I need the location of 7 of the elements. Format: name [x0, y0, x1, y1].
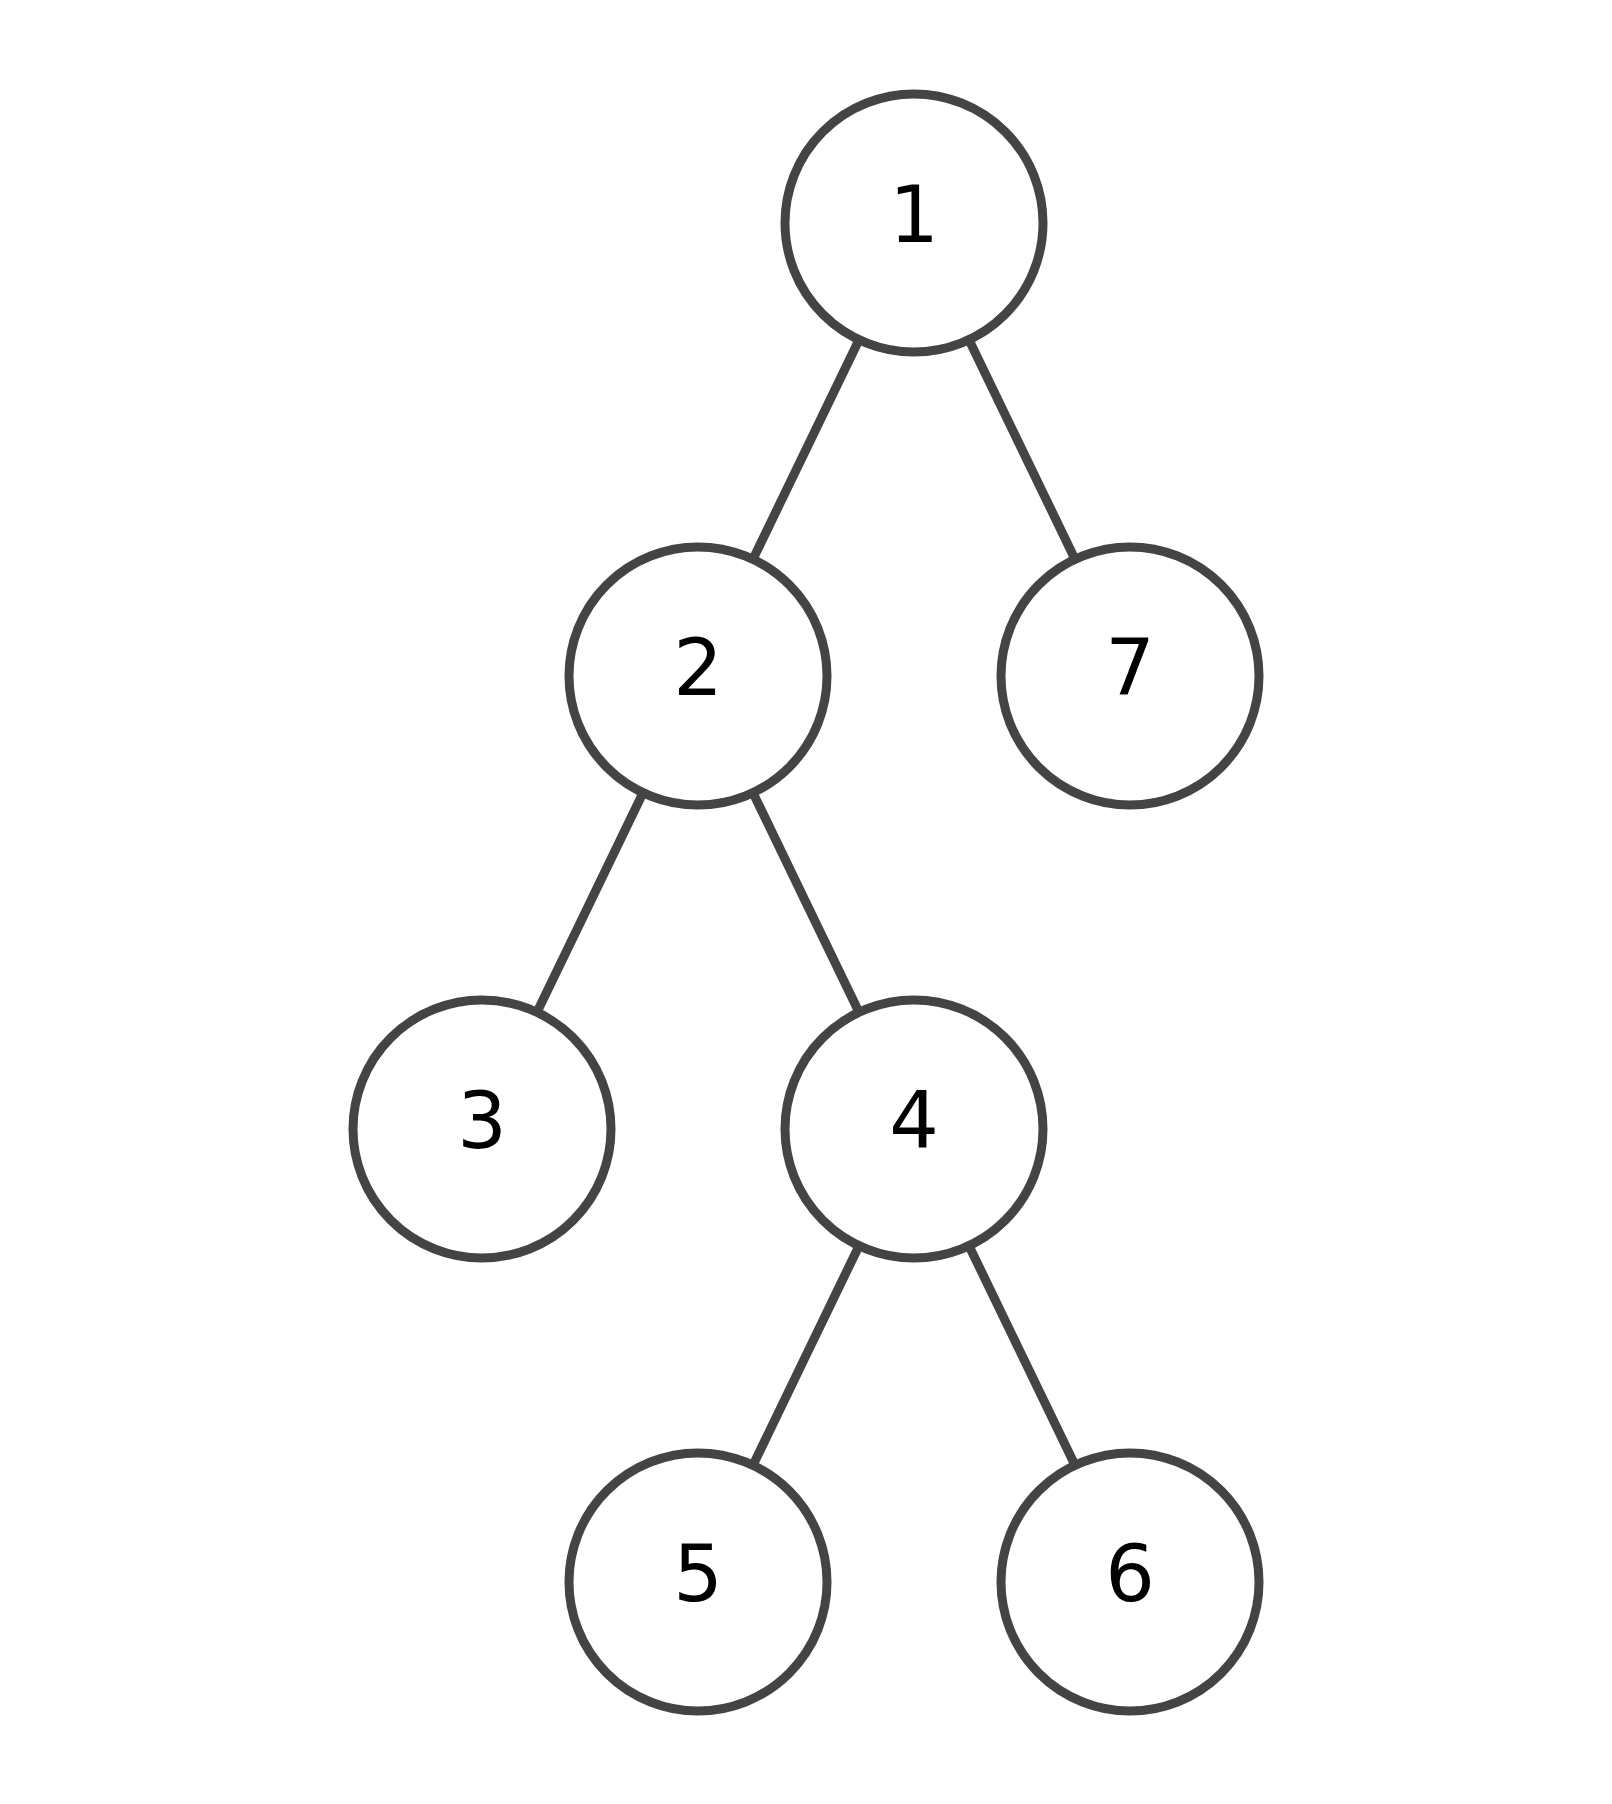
node-circle: 3 — [348, 995, 616, 1262]
node-circle: 4 — [780, 995, 1048, 1262]
node-circle: 2 — [564, 542, 832, 809]
node-circle: 5 — [564, 1448, 832, 1715]
node-circle: 1 — [780, 89, 1048, 356]
node-circle: 7 — [996, 542, 1264, 809]
node-circle: 6 — [996, 1448, 1264, 1715]
